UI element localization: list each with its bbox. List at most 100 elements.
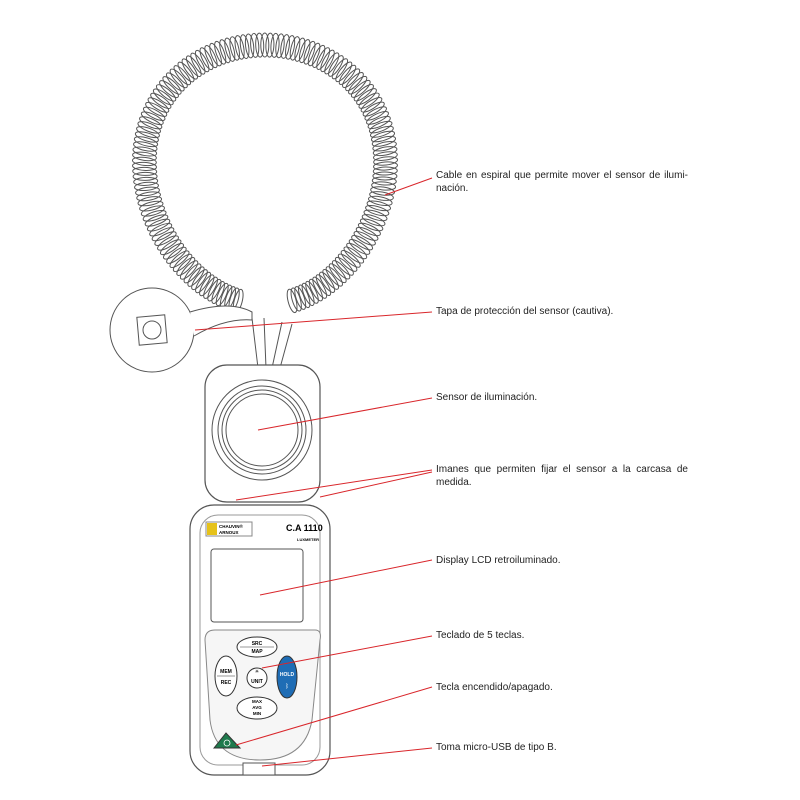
coil-turn — [364, 106, 387, 121]
coil-turn — [331, 58, 349, 80]
coil-turn — [146, 218, 171, 232]
coil-turn — [172, 253, 193, 273]
coil-turn — [169, 68, 188, 89]
coil-turn — [340, 250, 361, 268]
callout-sensor-cap: Tapa de protección del sensor (cautiva). — [436, 306, 614, 317]
svg-text:CHAUVIN®: CHAUVIN® — [219, 523, 244, 529]
callout-power-key: Tecla encendido/apagado. — [436, 682, 553, 693]
coil-turn — [280, 34, 290, 59]
coil-turn — [355, 226, 379, 241]
coil-turn — [334, 256, 354, 276]
coil-turn — [348, 75, 368, 95]
callout-lcd: Display LCD retroiluminado. — [436, 555, 561, 566]
coil-turn — [140, 205, 165, 217]
leader-lines — [194, 177, 433, 767]
coil-turn — [142, 209, 167, 222]
coil-turn — [366, 111, 389, 125]
coil-turn — [155, 84, 177, 102]
coil-turn — [362, 101, 385, 117]
coil-turn — [135, 186, 160, 197]
coil-turn — [187, 266, 205, 287]
coil-turn — [365, 205, 390, 217]
coil-turn — [136, 126, 160, 139]
coil-turn — [353, 83, 374, 102]
coil-turn — [211, 281, 225, 304]
coil-turn — [368, 120, 393, 134]
coil-turn — [133, 136, 159, 148]
coil-turn — [358, 92, 380, 109]
coil-turn — [372, 146, 398, 157]
key-unit[interactable]: ☀UNIT — [246, 667, 268, 689]
coil-turn — [152, 88, 174, 106]
coil-turn — [199, 47, 214, 71]
coil-turn — [229, 36, 240, 61]
coil-turn — [159, 239, 182, 256]
coil-turn — [301, 282, 315, 307]
coil-turn — [322, 268, 340, 290]
coil-turn — [369, 191, 394, 201]
coil-turn — [165, 72, 185, 92]
coil-turn — [305, 280, 319, 304]
callout-magnets: Imanes que permiten fijar el sensor a la… — [436, 464, 688, 488]
callout-light-sensor: Sensor de iluminación. — [436, 392, 538, 403]
coil-turn — [335, 61, 353, 83]
coil-turn — [370, 186, 396, 196]
svg-text:UNIT: UNIT — [251, 679, 263, 685]
coil-turn — [319, 271, 336, 293]
coil-turn — [215, 282, 229, 307]
coil-turn — [140, 111, 164, 126]
coil-turn — [234, 35, 245, 60]
coil-turn — [363, 209, 388, 222]
coil-turn — [356, 88, 377, 106]
coil-turn — [137, 196, 163, 207]
coil-turn — [250, 32, 260, 58]
coil-turn — [337, 253, 358, 272]
coil-turn — [371, 181, 397, 191]
svg-text:LUXMETER: LUXMETER — [297, 537, 319, 542]
power-button[interactable] — [212, 732, 242, 749]
coil-turn — [316, 47, 331, 70]
coil-turn — [185, 55, 202, 77]
coil-turn — [353, 230, 376, 246]
coil-turn — [134, 181, 159, 192]
coil-turn — [159, 80, 179, 99]
coil-turn — [132, 151, 157, 162]
coil-turn — [144, 214, 169, 227]
coil-turn — [150, 92, 172, 109]
coil-turn — [343, 246, 365, 264]
coil-turn — [359, 218, 384, 232]
coil-turn — [199, 274, 215, 297]
coil-turn — [328, 55, 344, 77]
coil-turn — [331, 260, 351, 280]
coil-turn — [179, 260, 199, 280]
coil-turn — [351, 235, 374, 251]
coil-turn — [190, 52, 206, 75]
coil-turn — [315, 274, 332, 296]
model-label: C.A 1110 — [286, 523, 323, 533]
coil-turn — [371, 135, 397, 147]
coil-turn — [312, 276, 328, 299]
coil-turn — [239, 34, 250, 59]
coil-turn — [154, 231, 177, 246]
coil-turn — [373, 151, 398, 161]
coil-turn — [303, 40, 316, 65]
light-sensor — [211, 379, 313, 481]
coil-turn — [214, 40, 227, 65]
svg-text:MEM: MEM — [220, 669, 232, 675]
coil-turn — [139, 200, 164, 212]
coil-turn — [142, 106, 166, 121]
coil-turn — [373, 156, 399, 166]
coil-turn — [177, 61, 195, 83]
coil-turn — [176, 257, 196, 276]
coil-turn — [366, 200, 391, 212]
coil-turn — [346, 242, 368, 260]
callout-usb: Toma micro-USB de tipo B. — [436, 742, 557, 753]
coil-turn — [133, 141, 158, 152]
coil-turn — [183, 263, 202, 284]
brand-logo — [205, 521, 253, 537]
coil-turn — [244, 33, 255, 59]
